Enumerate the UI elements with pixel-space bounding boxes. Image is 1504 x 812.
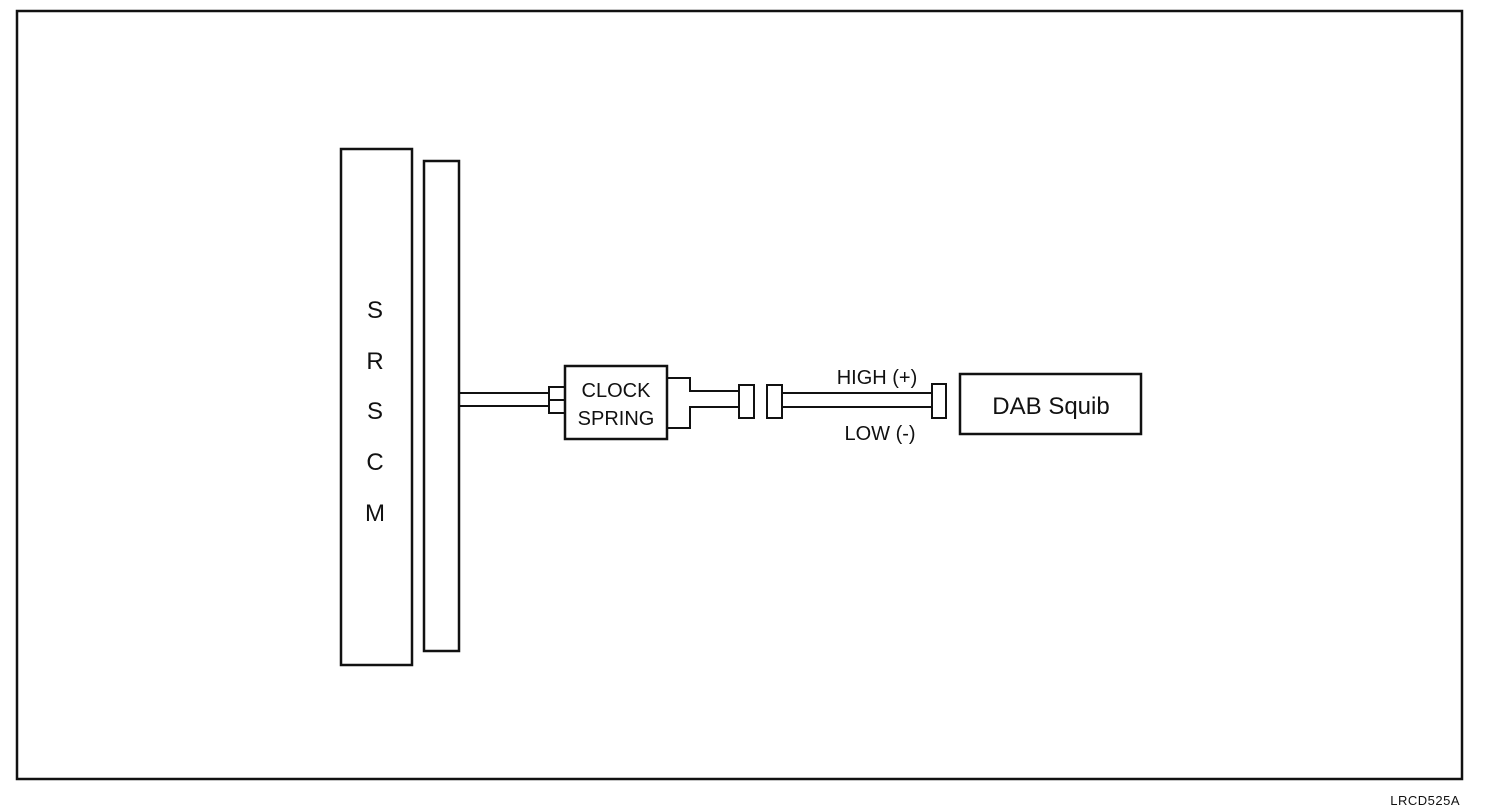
srscm-letter-4: C [366,449,383,476]
srscm-letter-5: M [365,500,385,527]
inline-connector-left [738,384,755,419]
figure-id: LRCD525A [1390,793,1460,808]
srscm-module-box [339,147,414,667]
srscm-letter-3: S [367,398,383,425]
clockspring-right-connector [667,377,739,392]
clock-spring-label-line1: CLOCK [582,380,652,402]
dab-squib-label: DAB Squib [992,393,1109,420]
clockspring-left-pin-high [548,386,566,401]
diagram-frame [15,9,1464,781]
wire-high-label: HIGH (+) [837,367,918,389]
dab-squib-box [958,372,1143,436]
clockspring-left-pin-low [548,399,566,414]
clock-spring-box [563,364,669,441]
module-connector [422,159,461,653]
srscm-letter-2: R [366,348,383,375]
clockspring-right-connector-lower [667,406,739,429]
squib-connector [931,383,947,419]
srscm-letter-1: S [367,297,383,324]
srscm-label: S R S C M [365,297,385,527]
inline-connector-right [766,384,783,419]
wire-low-label: LOW (-) [844,423,915,445]
clock-spring-label-line2: SPRING [578,408,655,430]
